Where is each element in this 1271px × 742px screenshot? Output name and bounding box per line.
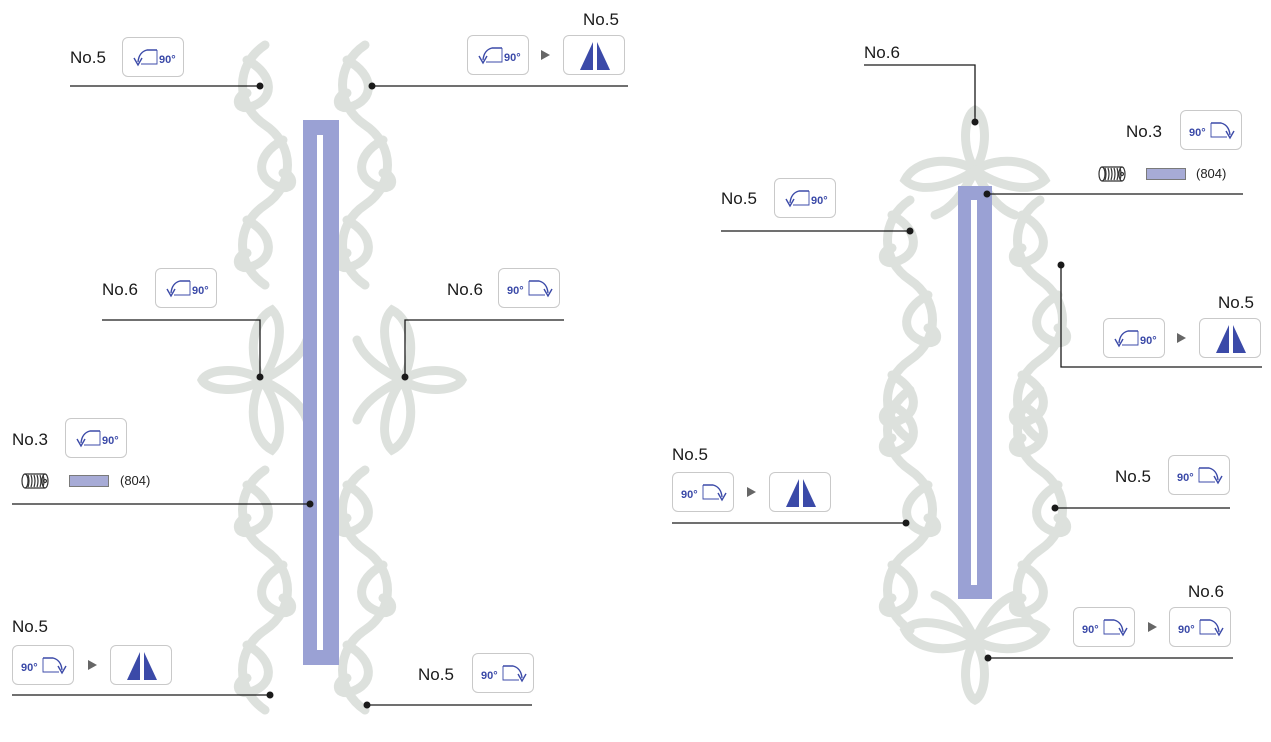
rotate-left-90-button[interactable]: 90° [122,37,184,77]
right-upper-left-label: No.5 [721,189,757,208]
mirror-horizontal-button[interactable] [563,35,625,75]
left-design-pattern [202,45,462,710]
rotate-left-90-button[interactable]: 90° [155,268,217,308]
rotate-right-90-icon: 90° [21,657,67,675]
rotate-right-90-button[interactable]: 90° [1168,455,1230,495]
next-step-arrow-icon [747,487,756,497]
mirror-horizontal-icon [786,477,816,510]
next-step-arrow-icon [1148,622,1157,632]
rotate-degree-text: 90° [811,195,828,207]
rotate-degree-text: 90° [504,52,521,64]
right-center-bar-slot [971,200,977,585]
rotate-right-90-button[interactable]: 90° [1180,110,1242,150]
right-design-leaders [672,64,1262,659]
left-mid-right-label: No.6 [447,280,483,299]
thread-spool-icon [20,471,50,491]
right-swirl-column-lower-left [883,390,936,630]
rotate-degree-text: 90° [1177,472,1194,484]
rotate-left-90-icon: 90° [1114,330,1157,348]
rotate-degree-text: 90° [159,54,176,66]
right-swirl-column-lower-right [1013,390,1066,630]
right-mid-right-label: No.5 [1218,293,1254,312]
rotate-right-90-button[interactable]: 90° [12,645,74,685]
rotate-right-90-button[interactable]: 90° [1169,607,1231,647]
right-lower-left-label: No.5 [672,445,708,464]
rotate-degree-text: 90° [507,285,524,297]
mirror-horizontal-icon [580,40,610,73]
left-bow-motif-right [357,310,462,450]
rotate-right-90-button[interactable]: 90° [472,653,534,693]
mirror-horizontal-icon [1216,323,1246,356]
left-swirl-column-top-right [338,45,391,285]
thread-spool-icon [1097,164,1127,184]
rotate-left-90-button[interactable]: 90° [1103,318,1165,358]
rotate-degree-text: 90° [481,670,498,682]
rotate-degree-text: 90° [192,285,209,297]
rotate-degree-text: 90° [21,662,38,674]
rotate-left-90-icon: 90° [166,280,209,298]
mirror-horizontal-button[interactable] [110,645,172,685]
right-top-label: No.6 [864,43,900,62]
rotate-degree-text: 90° [102,435,119,447]
rotate-left-90-icon: 90° [76,430,119,448]
rotate-left-90-icon: 90° [133,49,176,67]
thread-color-swatch [1146,168,1186,180]
mirror-horizontal-button[interactable] [1199,318,1261,358]
left-bow-motif-left [202,310,307,450]
rotate-degree-text: 90° [1082,624,1099,636]
rotate-left-90-icon: 90° [478,47,521,65]
rotate-right-90-icon: 90° [1082,619,1128,637]
left-center-bar-slot [317,135,323,650]
right-lower-right-label: No.5 [1115,467,1151,486]
left-design-leader-dots [256,82,409,709]
next-step-arrow-icon [1177,333,1186,343]
left-bottom-right-label: No.5 [418,665,454,684]
right-bottom-right-label: No.6 [1188,582,1224,601]
left-center-left-label: No.3 [12,430,48,449]
thread-color-number: (804) [1196,166,1227,181]
rotate-degree-text: 90° [1189,127,1206,139]
rotate-left-90-button[interactable]: 90° [65,418,127,458]
right-design-pattern [883,110,1066,700]
rotate-right-90-icon: 90° [681,484,727,502]
rotate-right-90-button[interactable]: 90° [498,268,560,308]
left-mid-left-label: No.6 [102,280,138,299]
rotate-right-90-button[interactable]: 90° [1073,607,1135,647]
right-top-right-label: No.3 [1126,122,1162,141]
rotate-right-90-icon: 90° [1177,467,1223,485]
rotate-right-90-icon: 90° [507,280,553,298]
mirror-horizontal-icon [127,650,157,683]
left-design-leaders [12,85,628,706]
rotate-right-90-button[interactable]: 90° [672,472,734,512]
left-top-right-label: No.5 [583,10,619,29]
rotate-left-90-icon: 90° [785,190,828,208]
left-bottom-left-label: No.5 [12,617,48,636]
rotate-left-90-button[interactable]: 90° [467,35,529,75]
thread-color-swatch [69,475,109,487]
left-top-left-label: No.5 [70,48,106,67]
rotate-degree-text: 90° [1178,624,1195,636]
left-swirl-column-bottom-left [238,470,291,710]
thread-color-number: (804) [120,473,151,488]
next-step-arrow-icon [541,50,550,60]
next-step-arrow-icon [88,660,97,670]
rotate-left-90-button[interactable]: 90° [774,178,836,218]
rotate-right-90-icon: 90° [1189,122,1235,140]
rotate-degree-text: 90° [681,489,698,501]
left-swirl-column-bottom-right [338,470,391,710]
mirror-horizontal-button[interactable] [769,472,831,512]
right-design-leader-dots [902,118,1065,662]
rotate-degree-text: 90° [1140,335,1157,347]
rotate-right-90-icon: 90° [1178,619,1224,637]
left-swirl-column-top-left [238,45,291,285]
rotate-right-90-icon: 90° [481,665,527,683]
